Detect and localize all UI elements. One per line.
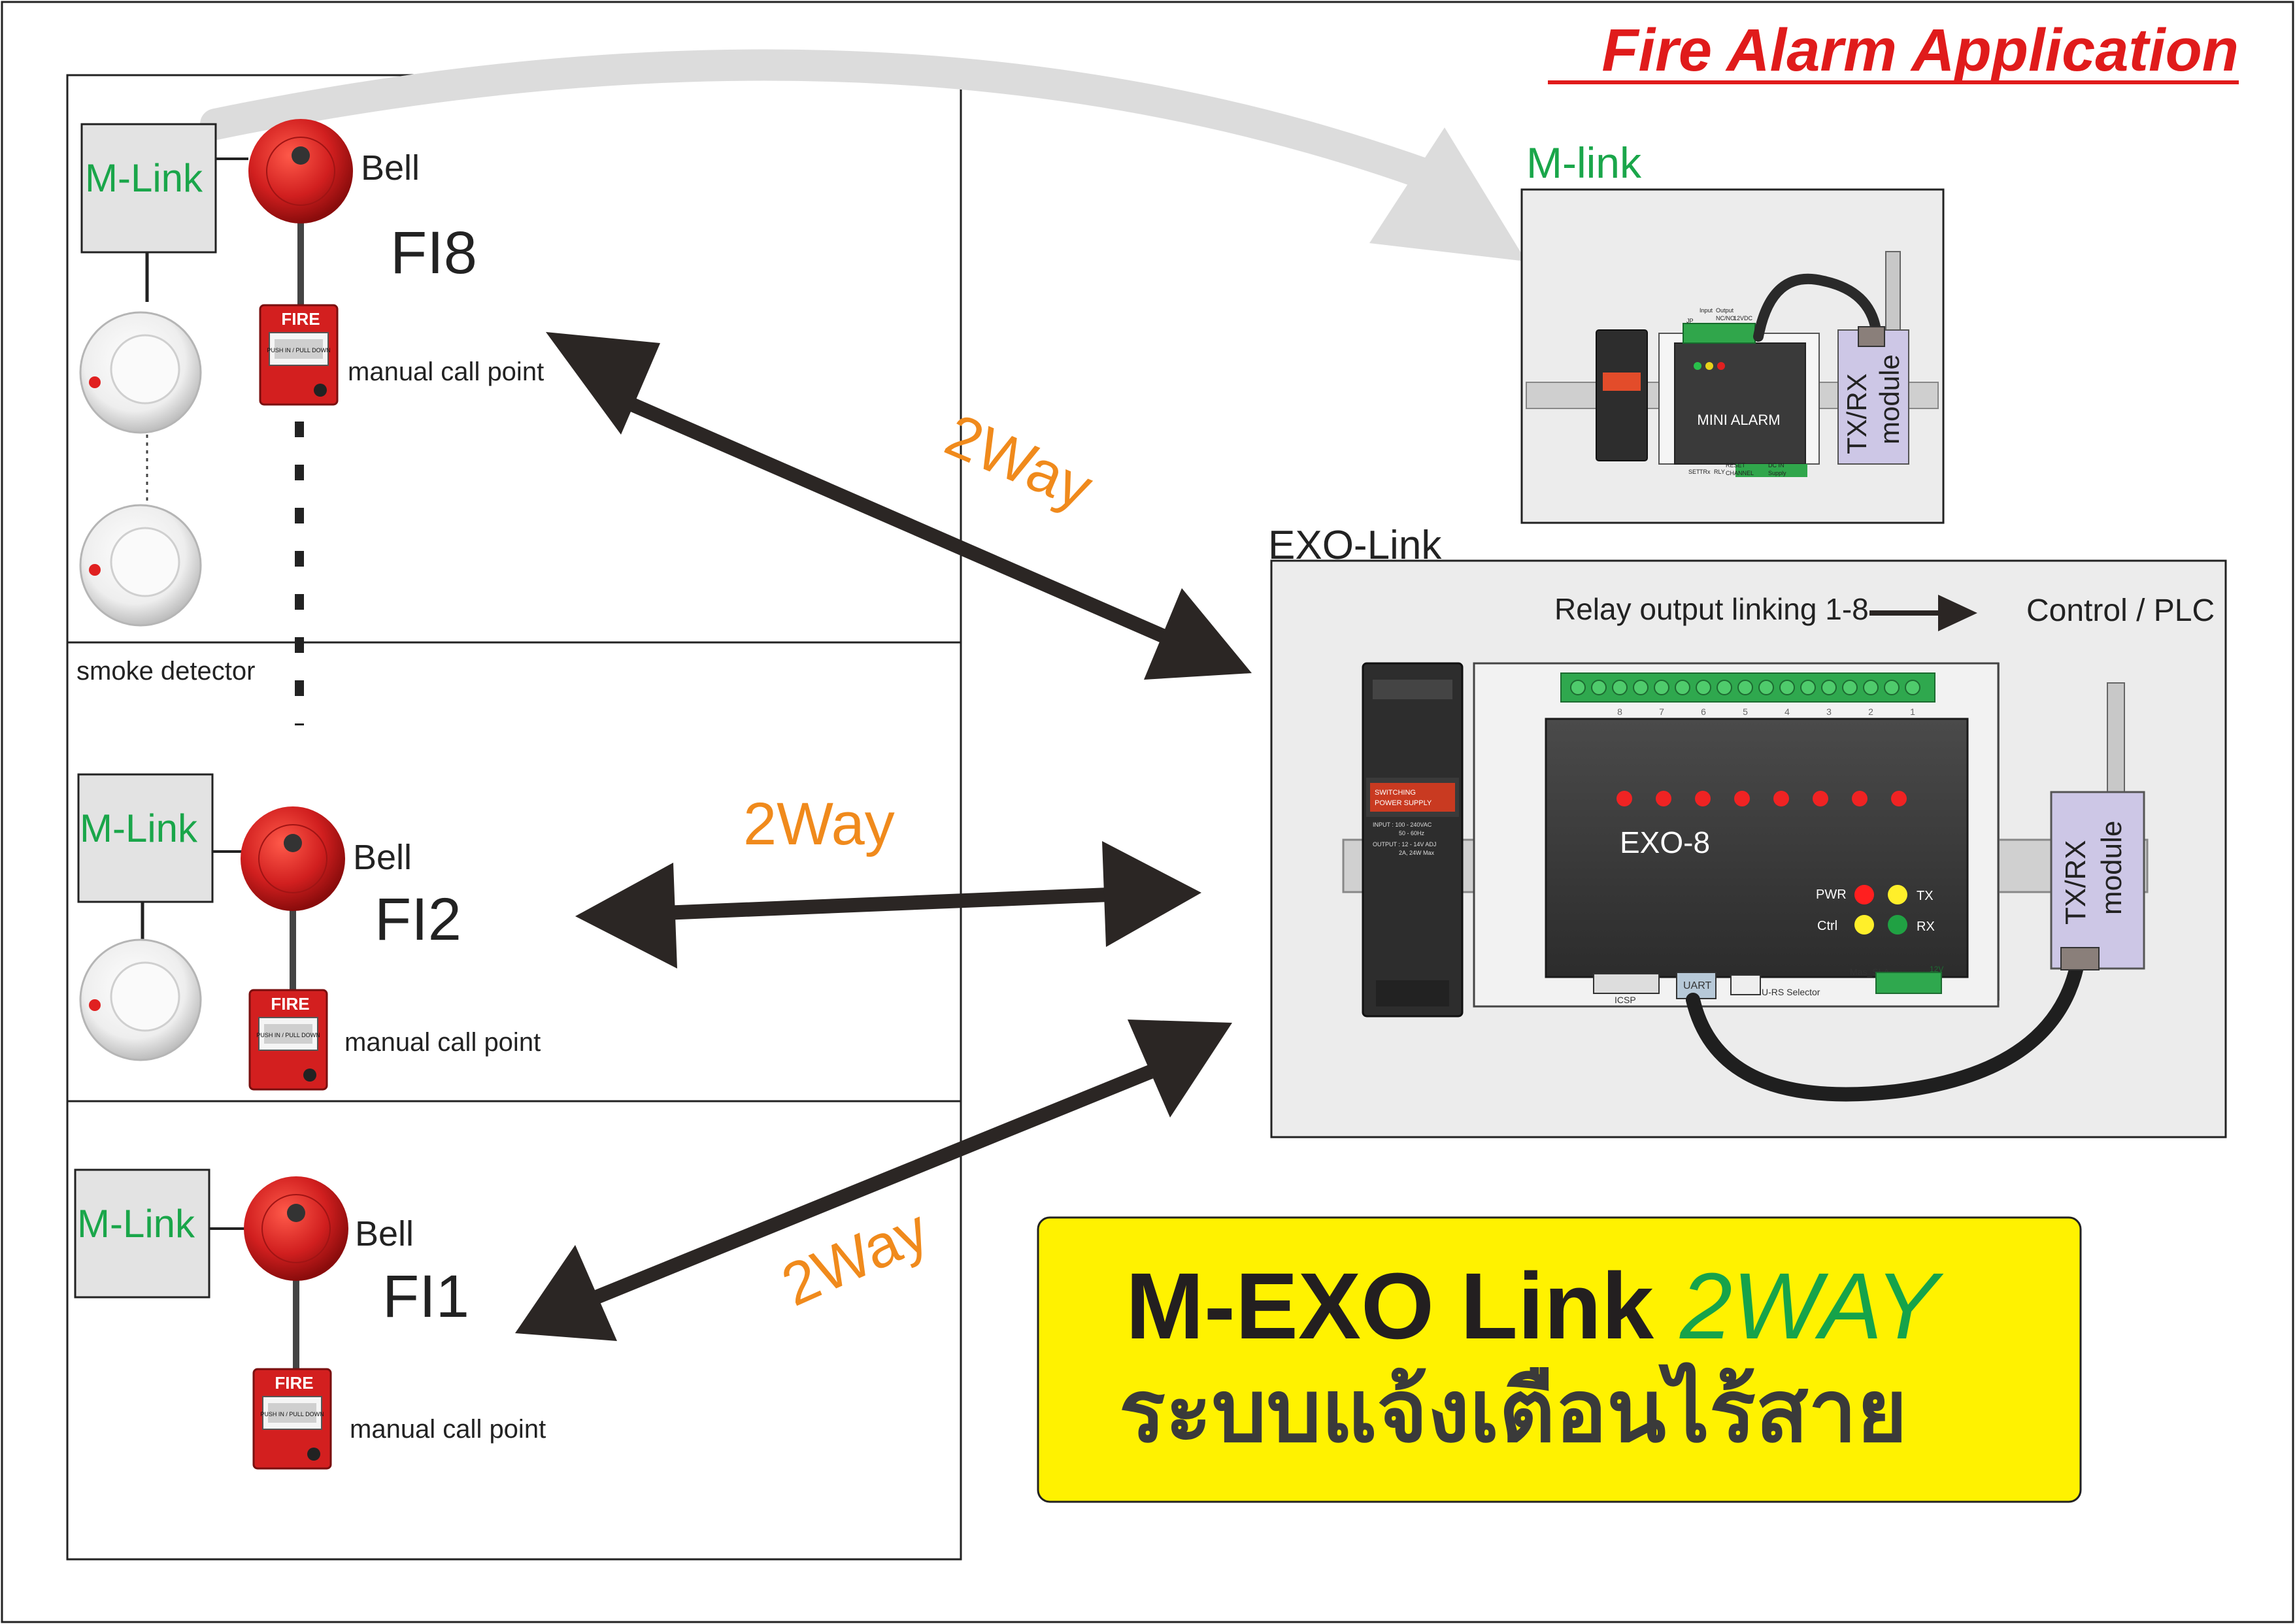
relay-output-text: Relay output linking 1-8 xyxy=(1554,592,1869,626)
txrx-label: module xyxy=(2096,821,2128,915)
bell-label: Bell xyxy=(361,148,420,188)
channel-number: 1 xyxy=(1910,706,1915,717)
psu-text: OUTPUT : 12 - 14V ADJ xyxy=(1373,841,1436,848)
mcp-label: manual call point xyxy=(344,1028,541,1057)
smoke-detector xyxy=(79,311,202,434)
floor-label: FI1 xyxy=(382,1263,469,1330)
banner-box xyxy=(1037,1216,2082,1503)
mini-alarm-label: MINI ALARM xyxy=(1697,412,1780,428)
mlink-bottom-label: Supply xyxy=(1768,470,1786,476)
banner-title-accent: 2WAY xyxy=(1679,1253,1944,1359)
psu-text: INPUT : 100 - 240VAC xyxy=(1373,821,1432,828)
icsp-label: ICSP xyxy=(1615,995,1636,1005)
tx-label: TX xyxy=(1917,889,1934,903)
mlink-bottom-label: TRx xyxy=(1700,469,1711,475)
channel-number: 5 xyxy=(1743,706,1748,717)
bell xyxy=(241,806,345,993)
mcp-label: manual call point xyxy=(350,1415,546,1444)
banner-title: M-EXO Link 2WAY xyxy=(1126,1253,1944,1359)
channel-number: 7 xyxy=(1659,706,1664,717)
page-title: Fire Alarm Application xyxy=(1601,17,2239,84)
mlink-top-label: NC/NO xyxy=(1716,315,1735,322)
mlink-top-label: Input xyxy=(1700,307,1713,314)
mlink-top-label: JP xyxy=(1686,318,1694,324)
mlink-bottom-label: RESET xyxy=(1726,462,1746,469)
bell xyxy=(244,1176,348,1372)
smoke-detector xyxy=(79,504,202,627)
channel-number: 3 xyxy=(1826,706,1832,717)
pwr-label: PWR xyxy=(1816,887,1847,902)
bell xyxy=(248,119,353,307)
two-way-arrow-fi2 xyxy=(575,841,1201,969)
floor-fi2: M-Link Bell FI2 FIRE PUSH IN / PULL DOWN… xyxy=(77,773,541,1091)
mlink-top-label: Output xyxy=(1716,307,1734,314)
uart-label: UART xyxy=(1683,980,1711,991)
mlink-bottom-label: SET xyxy=(1688,469,1700,475)
mlink-bottom-label: CHANNEL xyxy=(1726,470,1754,476)
mlink-bottom-label: DC IN xyxy=(1768,462,1784,469)
mcp-label: manual call point xyxy=(348,357,544,386)
bell-label: Bell xyxy=(353,838,412,877)
mlink-box xyxy=(77,773,214,903)
mlink-box xyxy=(74,1168,210,1299)
psu-text: SWITCHING xyxy=(1375,789,1416,797)
manual-call-point: FIRE PUSH IN / PULL DOWN xyxy=(248,989,328,1091)
fire-sign-text: FIRE xyxy=(275,1373,313,1393)
selector-label: U-RS Selector xyxy=(1762,987,1820,997)
banner-subtitle: ระบบแจ้งเตือนไร้สาย xyxy=(1119,1362,1907,1459)
psu-text: 2A, 24W Max xyxy=(1399,850,1435,856)
bell-label: Bell xyxy=(355,1214,414,1253)
mcp-small-text: PUSH IN / PULL DOWN xyxy=(256,1032,320,1038)
mlink-label: M-Link xyxy=(80,806,198,850)
mlink-panel: M-link MINI ALARM JP Input Output NC/NO … xyxy=(1520,139,1945,524)
txrx-label: TX/RX xyxy=(2060,840,2092,925)
smoke-detector xyxy=(79,938,202,1061)
mlink-panel-title: M-link xyxy=(1526,139,1642,187)
channel-number: 6 xyxy=(1701,706,1706,717)
txrx-label: module xyxy=(1874,354,1905,444)
control-plc-text: Control / PLC xyxy=(2026,593,2215,628)
floor-fi1: M-Link Bell FI1 FIRE PUSH IN / PULL DOWN… xyxy=(74,1168,546,1470)
floor-fi8: M-Link Bell FI8 FIRE PUSH IN / PULL DOWN… xyxy=(76,119,544,725)
power-supply: SWITCHING POWER SUPPLY INPUT : 100 - 240… xyxy=(1362,662,1464,1018)
floor-label: FI2 xyxy=(375,886,461,953)
manual-call-point: FIRE PUSH IN / PULL DOWN xyxy=(252,1368,332,1470)
channel-number: 8 xyxy=(1617,706,1622,717)
floor-label: FI8 xyxy=(390,220,477,286)
channel-number: 2 xyxy=(1868,706,1873,717)
banner-title-main: M-EXO Link xyxy=(1126,1253,1680,1359)
psu-text: POWER SUPPLY xyxy=(1375,799,1432,807)
channel-number: 4 xyxy=(1784,706,1790,717)
fire-sign-text: FIRE xyxy=(281,309,320,329)
rx-label: RX xyxy=(1917,920,1935,934)
txrx-label: TX/RX xyxy=(1841,373,1872,454)
mlink-label: M-Link xyxy=(77,1202,195,1246)
mlink-label: M-Link xyxy=(85,156,203,200)
mlink-box xyxy=(80,123,217,254)
mcp-small-text: PUSH IN / PULL DOWN xyxy=(267,347,330,354)
manual-call-point: FIRE PUSH IN / PULL DOWN xyxy=(259,304,339,406)
exo8-module: 8 7 6 5 4 3 2 1 EXO-8 PWR TX Ctrl RX xyxy=(1473,662,2000,1008)
right-arrow-icon xyxy=(1869,595,1977,631)
exo-panel: EXO-Link Relay output linking 1-8 Contro… xyxy=(1268,523,2227,1138)
fire-sign-text: FIRE xyxy=(271,994,309,1014)
two-way-label: 2Way xyxy=(743,791,895,857)
two-way-arrow-fi1 xyxy=(515,1019,1232,1341)
banner: M-EXO Link 2WAY ระบบแจ้งเตือนไร้สาย xyxy=(1037,1216,2082,1503)
exo8-label: EXO-8 xyxy=(1620,825,1710,859)
mlink-top-label: 12VDC xyxy=(1734,315,1753,322)
mcp-small-text: PUSH IN / PULL DOWN xyxy=(260,1411,324,1417)
smoke-detector-label: smoke detector xyxy=(76,657,255,686)
psu-text: 50 - 60Hz xyxy=(1399,830,1425,837)
mlink-zoom-arrow xyxy=(200,49,1526,261)
mlink-bottom-label: RLY xyxy=(1714,469,1725,475)
supply-label: 12V xyxy=(1930,965,1943,974)
two-way-arrow-fi8 xyxy=(546,332,1252,680)
ctrl-label: Ctrl xyxy=(1817,919,1837,933)
